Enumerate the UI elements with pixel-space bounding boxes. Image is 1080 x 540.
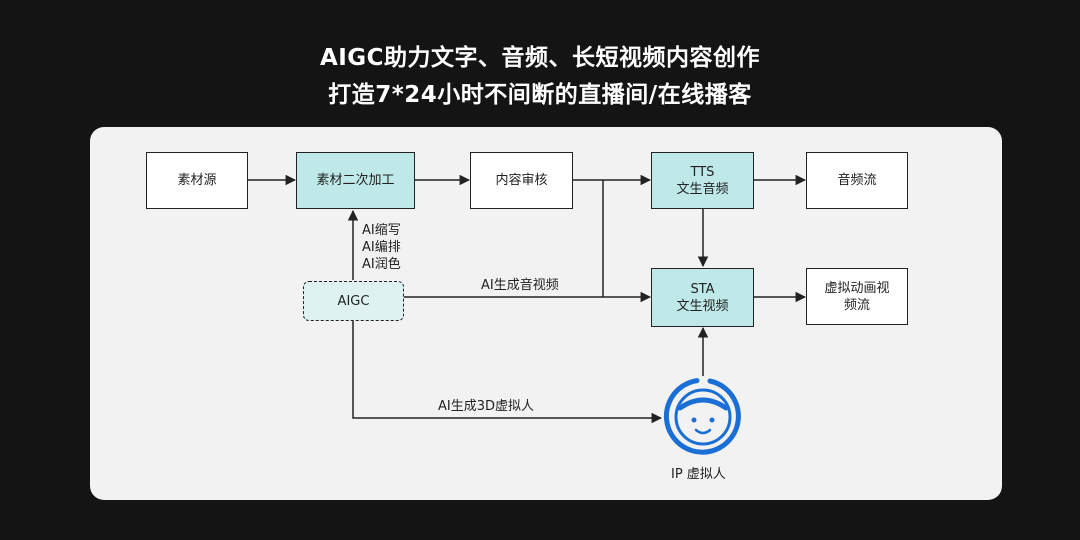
- node-review: 内容审核: [470, 152, 573, 209]
- node-virtual-video-label-1: 虚拟动画视: [824, 280, 890, 296]
- node-tts: TTS 文生音频: [651, 152, 754, 209]
- node-sta-label-2: 文生视频: [676, 298, 729, 314]
- node-sta-label-1: STA: [690, 281, 715, 297]
- node-virtual-video-label-2: 频流: [843, 297, 870, 313]
- node-aigc-label: AIGC: [337, 293, 370, 309]
- edge-label-ai-audio-video: AI生成音视频: [481, 278, 559, 293]
- ip-avatar-label: IP 虚拟人: [671, 467, 726, 482]
- title-line-1: AIGC助力文字、音频、长短视频内容创作: [319, 45, 761, 71]
- node-review-label: 内容审核: [495, 173, 548, 188]
- edge-aigc-to-ip: [352, 320, 663, 424]
- node-tts-label-2: 文生音频: [676, 181, 729, 197]
- node-audio-stream-label: 音频流: [837, 173, 877, 188]
- node-audio-stream: 音频流: [806, 152, 908, 209]
- node-tts-label-1: TTS: [690, 164, 715, 180]
- edge-label-ai-arrange: AI编排: [362, 240, 401, 255]
- node-processing: 素材二次加工: [296, 152, 415, 209]
- edge-label-ai-condense: AI缩写: [362, 223, 401, 238]
- edge-label-ai-polish: AI润色: [362, 257, 401, 272]
- ip-avatar-icon: [663, 378, 741, 455]
- node-virtual-video: 虚拟动画视 频流: [806, 268, 908, 325]
- node-processing-label: 素材二次加工: [316, 173, 395, 188]
- edge-label-ai-3d: AI生成3D虚拟人: [438, 399, 535, 414]
- title-line-2: 打造7*24小时不间断的直播间/在线播客: [328, 82, 752, 108]
- node-sta: STA 文生视频: [651, 268, 754, 327]
- node-source: 素材源: [146, 152, 248, 209]
- node-source-label: 素材源: [177, 173, 217, 188]
- node-aigc: AIGC: [303, 281, 404, 321]
